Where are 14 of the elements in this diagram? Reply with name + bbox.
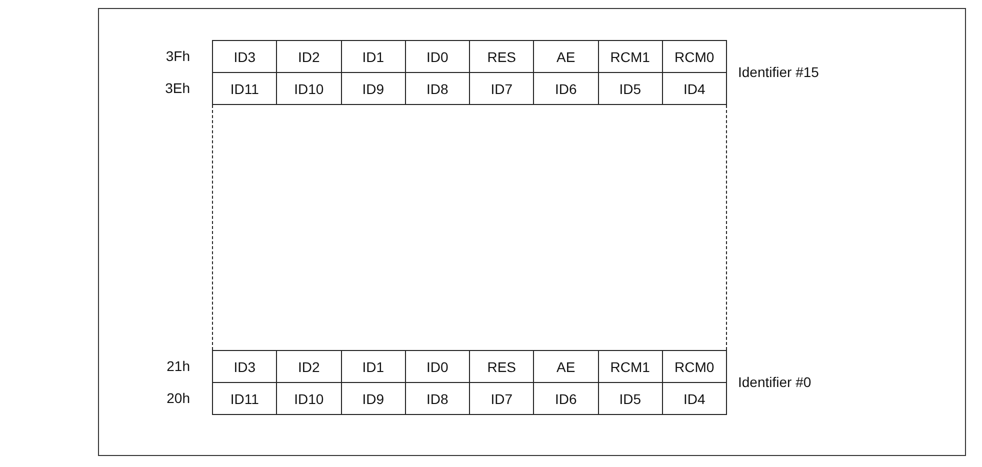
register-bit-cell: ID3 bbox=[212, 40, 278, 73]
register-bit-cell: ID4 bbox=[662, 382, 727, 415]
register-address: 21h bbox=[166, 358, 190, 374]
register-bit-cell: RCM0 bbox=[662, 350, 727, 383]
register-address: 3Fh bbox=[166, 48, 190, 64]
identifier-label: Identifier #0 bbox=[738, 374, 812, 390]
register-bit-cell: ID11 bbox=[212, 382, 278, 415]
register-address: 3Eh bbox=[165, 80, 190, 96]
register-bit-cell: ID3 bbox=[212, 350, 278, 383]
register-address: 20h bbox=[166, 390, 190, 406]
register-bit-cell: RCM0 bbox=[662, 40, 727, 73]
identifier-label: Identifier #15 bbox=[738, 64, 819, 80]
register-bit-cell: ID4 bbox=[662, 72, 727, 105]
register-bit-cell: ID11 bbox=[212, 72, 278, 105]
